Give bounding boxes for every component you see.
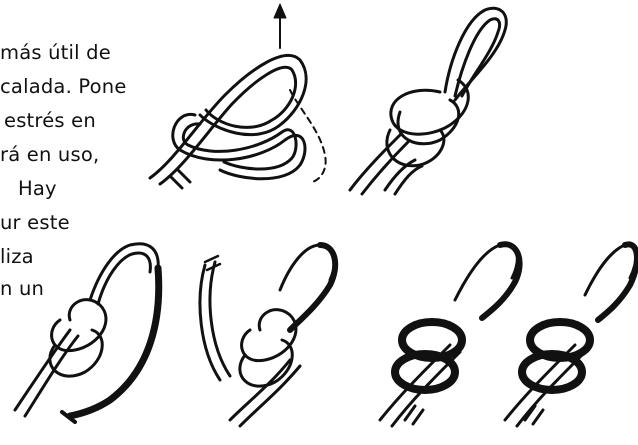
text-line-7: liza <box>0 245 34 268</box>
knot-step-5 <box>378 241 523 428</box>
knot-step-3 <box>13 242 163 424</box>
text-line-6: ur este <box>0 211 70 234</box>
text-line-3: estrés en <box>4 109 96 132</box>
knot-step-2 <box>348 6 508 196</box>
text-line-5: Hay <box>18 177 57 200</box>
text-line-4: rá en uso, <box>0 143 100 166</box>
arrowhead-icon <box>273 3 287 19</box>
knot-step-4 <box>198 242 339 428</box>
text-line-8: n un <box>0 277 45 300</box>
knot-step-6 <box>503 241 638 428</box>
text-line-2: calada. Pone <box>0 75 127 98</box>
knot-step-1 <box>148 3 327 190</box>
text-line-1: más útil de <box>0 41 111 64</box>
